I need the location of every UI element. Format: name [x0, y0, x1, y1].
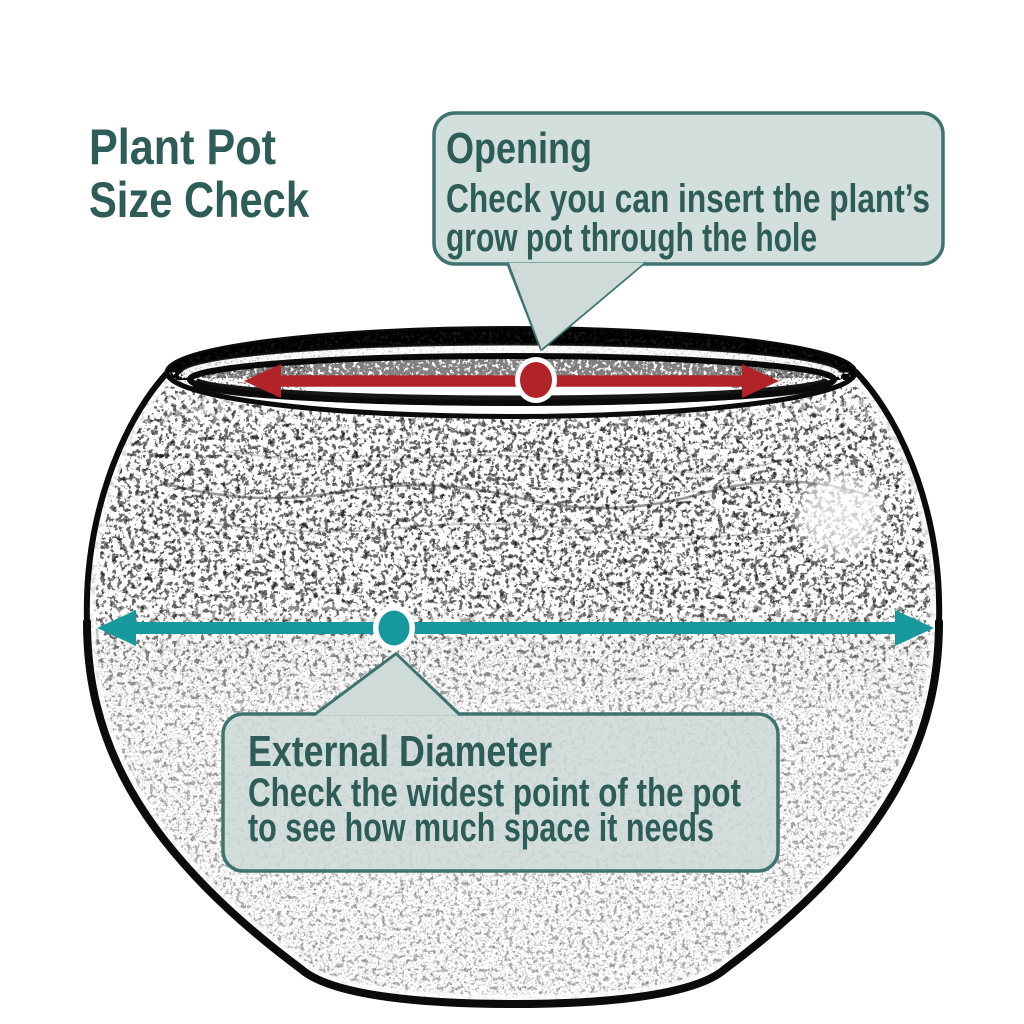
- svg-text:Opening: Opening: [446, 124, 592, 173]
- svg-text:External Diameter: External Diameter: [248, 727, 552, 776]
- svg-text:to see how much space it needs: to see how much space it needs: [248, 806, 714, 850]
- svg-text:Plant Pot: Plant Pot: [89, 119, 276, 175]
- svg-text:Check the widest point of the: Check the widest point of the pot: [248, 771, 741, 815]
- svg-text:grow pot through the hole: grow pot through the hole: [446, 216, 817, 260]
- svg-text:Check you can insert the plant: Check you can insert the plant’s: [446, 177, 930, 221]
- svg-text:Size Check: Size Check: [89, 172, 309, 228]
